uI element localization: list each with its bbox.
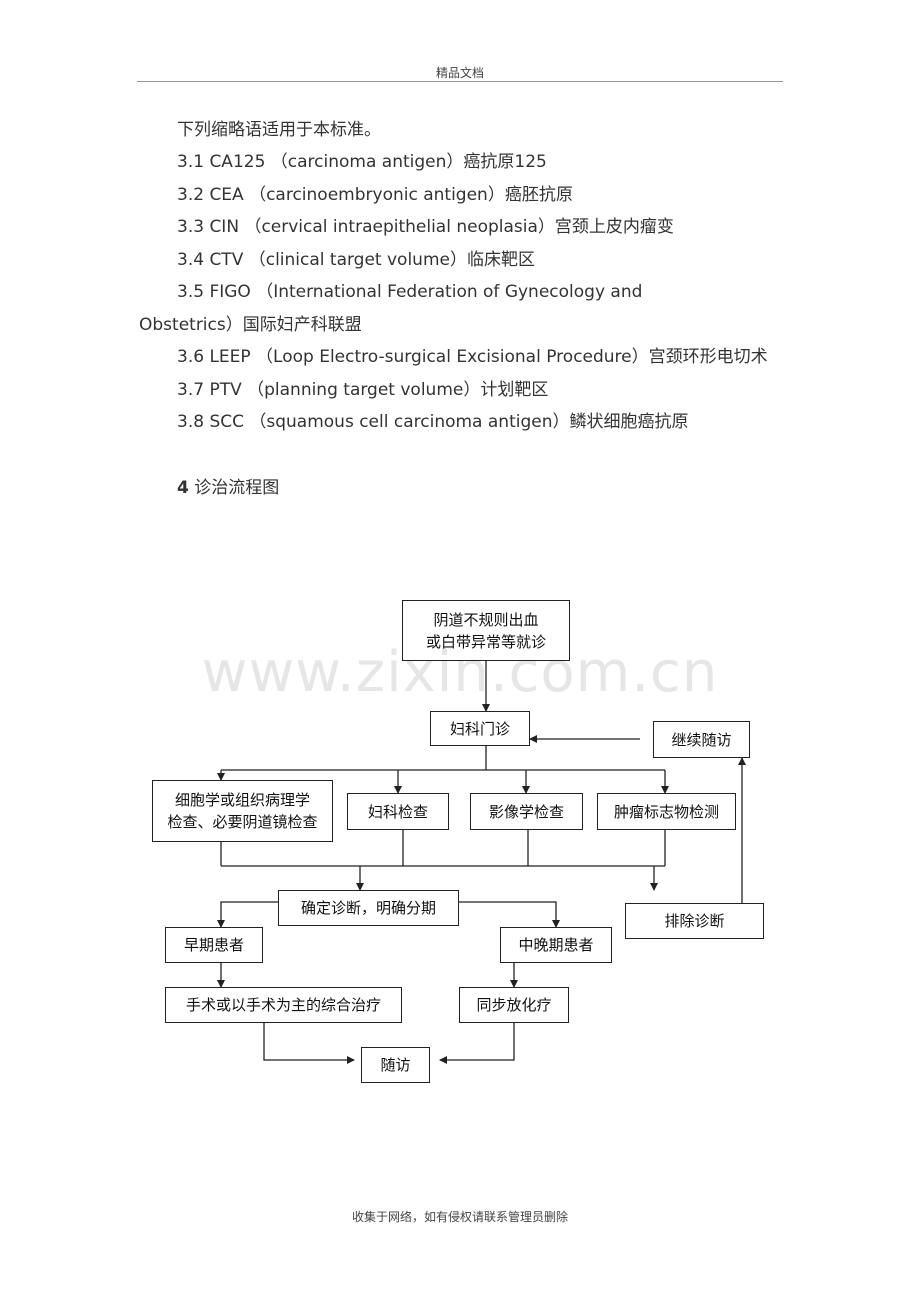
conn-chemo-followup [439, 1023, 515, 1064]
node-initial-visit-line1: 阴道不规则出血 [433, 610, 539, 629]
abbr-figo-cont: Obstetrics）国际妇产科联盟 [139, 315, 362, 335]
page-header: 精品文档 [435, 66, 484, 80]
abbr-ptv: 3.7 PTV （planning target volume）计划靶区 [177, 380, 549, 400]
node-mid-late-stage: 中晚期患者 [500, 927, 612, 963]
abbr-cea: 3.2 CEA （carcinoembryonic antigen）癌胚抗原 [177, 185, 573, 205]
intro-text: 下列缩略语适用于本标准。 [177, 120, 381, 140]
node-initial-visit: 阴道不规则出血 或白带异常等就诊 [402, 600, 570, 661]
abbr-scc: 3.8 SCC （squamous cell carcinoma antigen… [177, 412, 689, 432]
abbr-leep: 3.6 LEEP （Loop Electro-surgical Excision… [177, 347, 768, 367]
section-title: 诊治流程图 [194, 478, 280, 498]
node-initial-visit-line2: 或白带异常等就诊 [425, 632, 546, 651]
node-tumor-marker: 肿瘤标志物检测 [597, 793, 736, 830]
node-exclude-diagnosis: 排除诊断 [625, 903, 764, 939]
abbr-ca125: 3.1 CA125 （carcinoma antigen）癌抗原125 [177, 152, 547, 172]
conn-surgery-followup [263, 1023, 355, 1064]
node-cytology-line1: 细胞学或组织病理学 [174, 791, 310, 809]
watermark: www.zixin.com.cn [201, 640, 719, 705]
abbr-cin: 3.3 CIN （cervical intraepithelial neopla… [177, 217, 674, 237]
node-continue-followup: 继续随访 [653, 721, 750, 758]
node-gyn-clinic: 妇科门诊 [430, 711, 530, 746]
section-heading: 4 诊治流程图 [177, 477, 279, 499]
node-imaging: 影像学检查 [470, 793, 583, 830]
section-number: 4 [177, 478, 189, 498]
node-gyn-exam: 妇科检查 [347, 793, 449, 830]
node-early-stage: 早期患者 [165, 927, 263, 963]
node-chemoradiotherapy: 同步放化疗 [459, 987, 569, 1023]
page-footer: 收集于网络，如有侵权请联系管理员删除 [351, 1210, 568, 1224]
conn-diagnosis-late [459, 901, 560, 928]
node-cytology-line2: 检查、必要阴道镜检查 [167, 813, 318, 831]
conn-diagnosis-early [217, 901, 278, 928]
header-rule [137, 81, 783, 82]
abbr-figo: 3.5 FIGO （International Federation of Gy… [177, 282, 643, 302]
node-followup: 随访 [361, 1047, 430, 1083]
abbr-ctv: 3.4 CTV （clinical target volume）临床靶区 [177, 250, 535, 270]
node-cytology: 细胞学或组织病理学 检查、必要阴道镜检查 [152, 780, 333, 842]
node-surgery: 手术或以手术为主的综合治疗 [165, 987, 402, 1023]
node-diagnosis: 确定诊断，明确分期 [278, 890, 459, 926]
